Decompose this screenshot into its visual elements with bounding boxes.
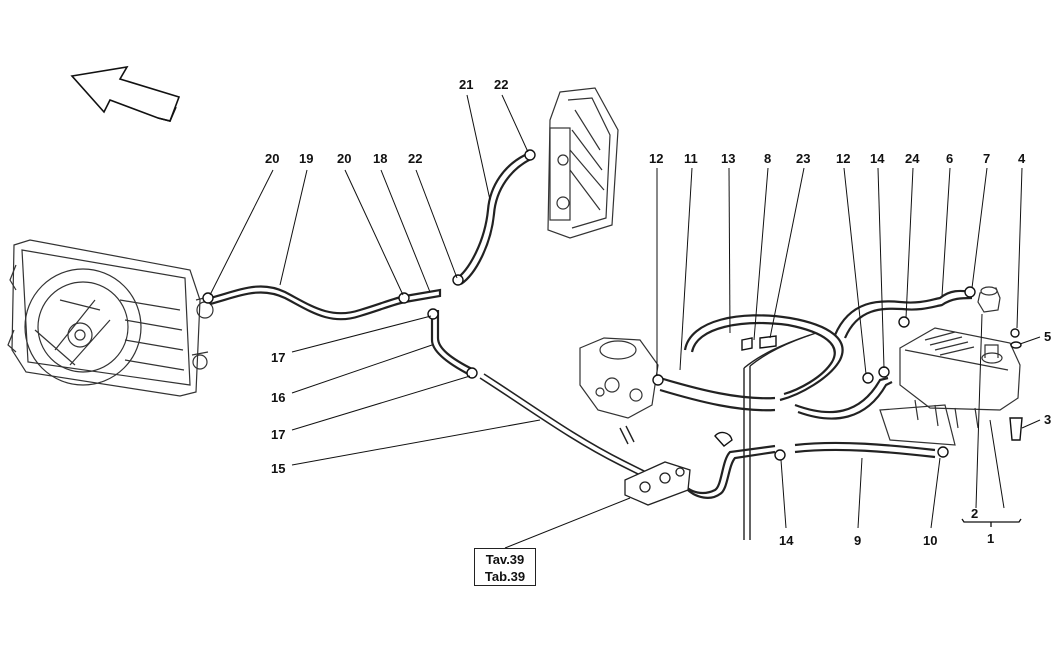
- expansion-tank: [879, 327, 1021, 446]
- thermostat-radiator-block: [547, 87, 619, 239]
- pressure-cap: [977, 286, 1001, 313]
- callout-8: 8: [764, 151, 771, 166]
- callout-24: 24: [905, 151, 920, 166]
- callout-22-left: 22: [408, 151, 422, 166]
- callout-10: 10: [923, 533, 937, 548]
- callout-7: 7: [983, 151, 990, 166]
- callout-4: 4: [1018, 151, 1026, 166]
- callout-5: 5: [1044, 329, 1051, 344]
- callout-20-right: 20: [337, 151, 351, 166]
- callout-3: 3: [1044, 412, 1051, 427]
- reference-box-line1: Tav.39: [485, 552, 525, 567]
- callout-15: 15: [271, 461, 285, 476]
- callout-21: 21: [459, 77, 473, 92]
- callout-11: 11: [684, 151, 698, 166]
- callout-9: 9: [854, 533, 861, 548]
- mounting-bracket: [624, 461, 691, 506]
- callout-17-lower: 17: [271, 427, 285, 442]
- callout-18: 18: [373, 151, 387, 166]
- callout-20-left: 20: [265, 151, 279, 166]
- hose-clamps: [202, 149, 1023, 461]
- thermostat-housing: [579, 337, 659, 419]
- callout-16: 16: [271, 390, 285, 405]
- callout-23: 23: [796, 151, 810, 166]
- callout-labels: 20 19 20 18 22 21 22 17 16 17 15 12 11 1…: [265, 77, 1051, 548]
- leader-lines: [209, 94, 1041, 549]
- callout-17-upper: 17: [271, 350, 285, 365]
- callout-6: 6: [946, 151, 953, 166]
- reference-box: Tav.39 Tab.39: [474, 548, 536, 586]
- front-direction-arrow-icon: [70, 65, 181, 122]
- callout-22-top: 22: [494, 77, 508, 92]
- callout-14-top: 14: [870, 151, 885, 166]
- callout-2: 2: [971, 506, 978, 521]
- hose-paths: [209, 154, 973, 540]
- callout-12-left: 12: [649, 151, 663, 166]
- callout-13: 13: [721, 151, 735, 166]
- callout-1: 1: [987, 531, 994, 546]
- radiator-fan-assembly: [7, 239, 214, 397]
- reference-box-line2: Tab.39: [484, 569, 526, 584]
- callout-12-right: 12: [836, 151, 850, 166]
- callout-19: 19: [299, 151, 313, 166]
- callout-14-bottom: 14: [779, 533, 794, 548]
